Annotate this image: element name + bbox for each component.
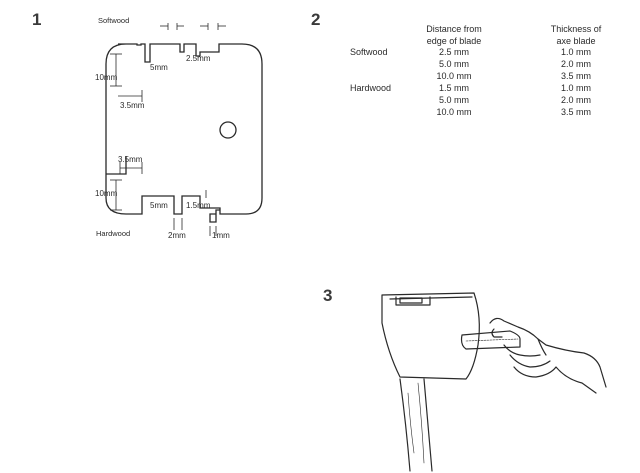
table-cell: 1.0 mm [560, 83, 591, 93]
table-cell: 5.0 mm [438, 59, 469, 69]
table-cell: 2.5 mm [438, 47, 469, 57]
dim-softwood-5: 5mm [150, 63, 168, 72]
dim-gap-1: 1mm [212, 231, 230, 240]
table-cell: 5.0 mm [438, 95, 469, 105]
table-cell: 1.5 mm [438, 83, 469, 93]
dim-hardwood-depth: 10mm [95, 189, 118, 198]
header-thickness-line2: axe blade [556, 36, 596, 46]
dim-softwood-depth: 10mm [95, 73, 118, 82]
gauge-hole [219, 121, 237, 139]
blade-thickness-table: Distance from edge of blade Thickness of… [346, 23, 616, 123]
dim-softwood-width: 3.5mm [120, 101, 145, 110]
table-cell: 3.5 mm [560, 71, 591, 81]
header-distance-line1: Distance from [426, 24, 482, 34]
panel-number-3: 3 [323, 286, 333, 305]
panel-number-1: 1 [32, 10, 42, 29]
dim-hardwood-1-5: 1.5mm [186, 201, 211, 210]
gauge-outline [105, 43, 263, 223]
dim-hardwood-width: 3.5mm [118, 155, 143, 164]
table-cell: 10.0 mm [436, 71, 472, 81]
table-cell: 2.0 mm [560, 95, 591, 105]
table-cell: 10.0 mm [436, 107, 472, 117]
group-label-hardwood: Hardwood [350, 83, 392, 93]
gauge-plate [460, 330, 521, 350]
hardwood-label: Hardwood [96, 229, 130, 238]
table-cell: 3.5 mm [560, 107, 591, 117]
group-label-softwood: Softwood [350, 47, 388, 57]
axe-handle [399, 378, 411, 472]
sharpening-gauge-diagram: Softwood Hardwood 10mm 3.5mm 5mm 2.5mm 3… [95, 16, 263, 240]
panel-number-2: 2 [311, 10, 321, 29]
dim-softwood-2-5: 2.5mm [186, 54, 211, 63]
table-cell: 2.0 mm [560, 59, 591, 69]
axe-gauge-illustration [381, 292, 607, 472]
header-thickness-line1: Thickness of [550, 24, 602, 34]
dim-hardwood-5: 5mm [150, 201, 168, 210]
hand-icon [489, 317, 607, 388]
header-distance-line2: edge of blade [426, 36, 482, 46]
table-cell: 1.0 mm [560, 47, 591, 57]
softwood-label: Softwood [98, 16, 129, 25]
axe-head [381, 292, 480, 380]
dim-gap-2: 2mm [168, 231, 186, 240]
